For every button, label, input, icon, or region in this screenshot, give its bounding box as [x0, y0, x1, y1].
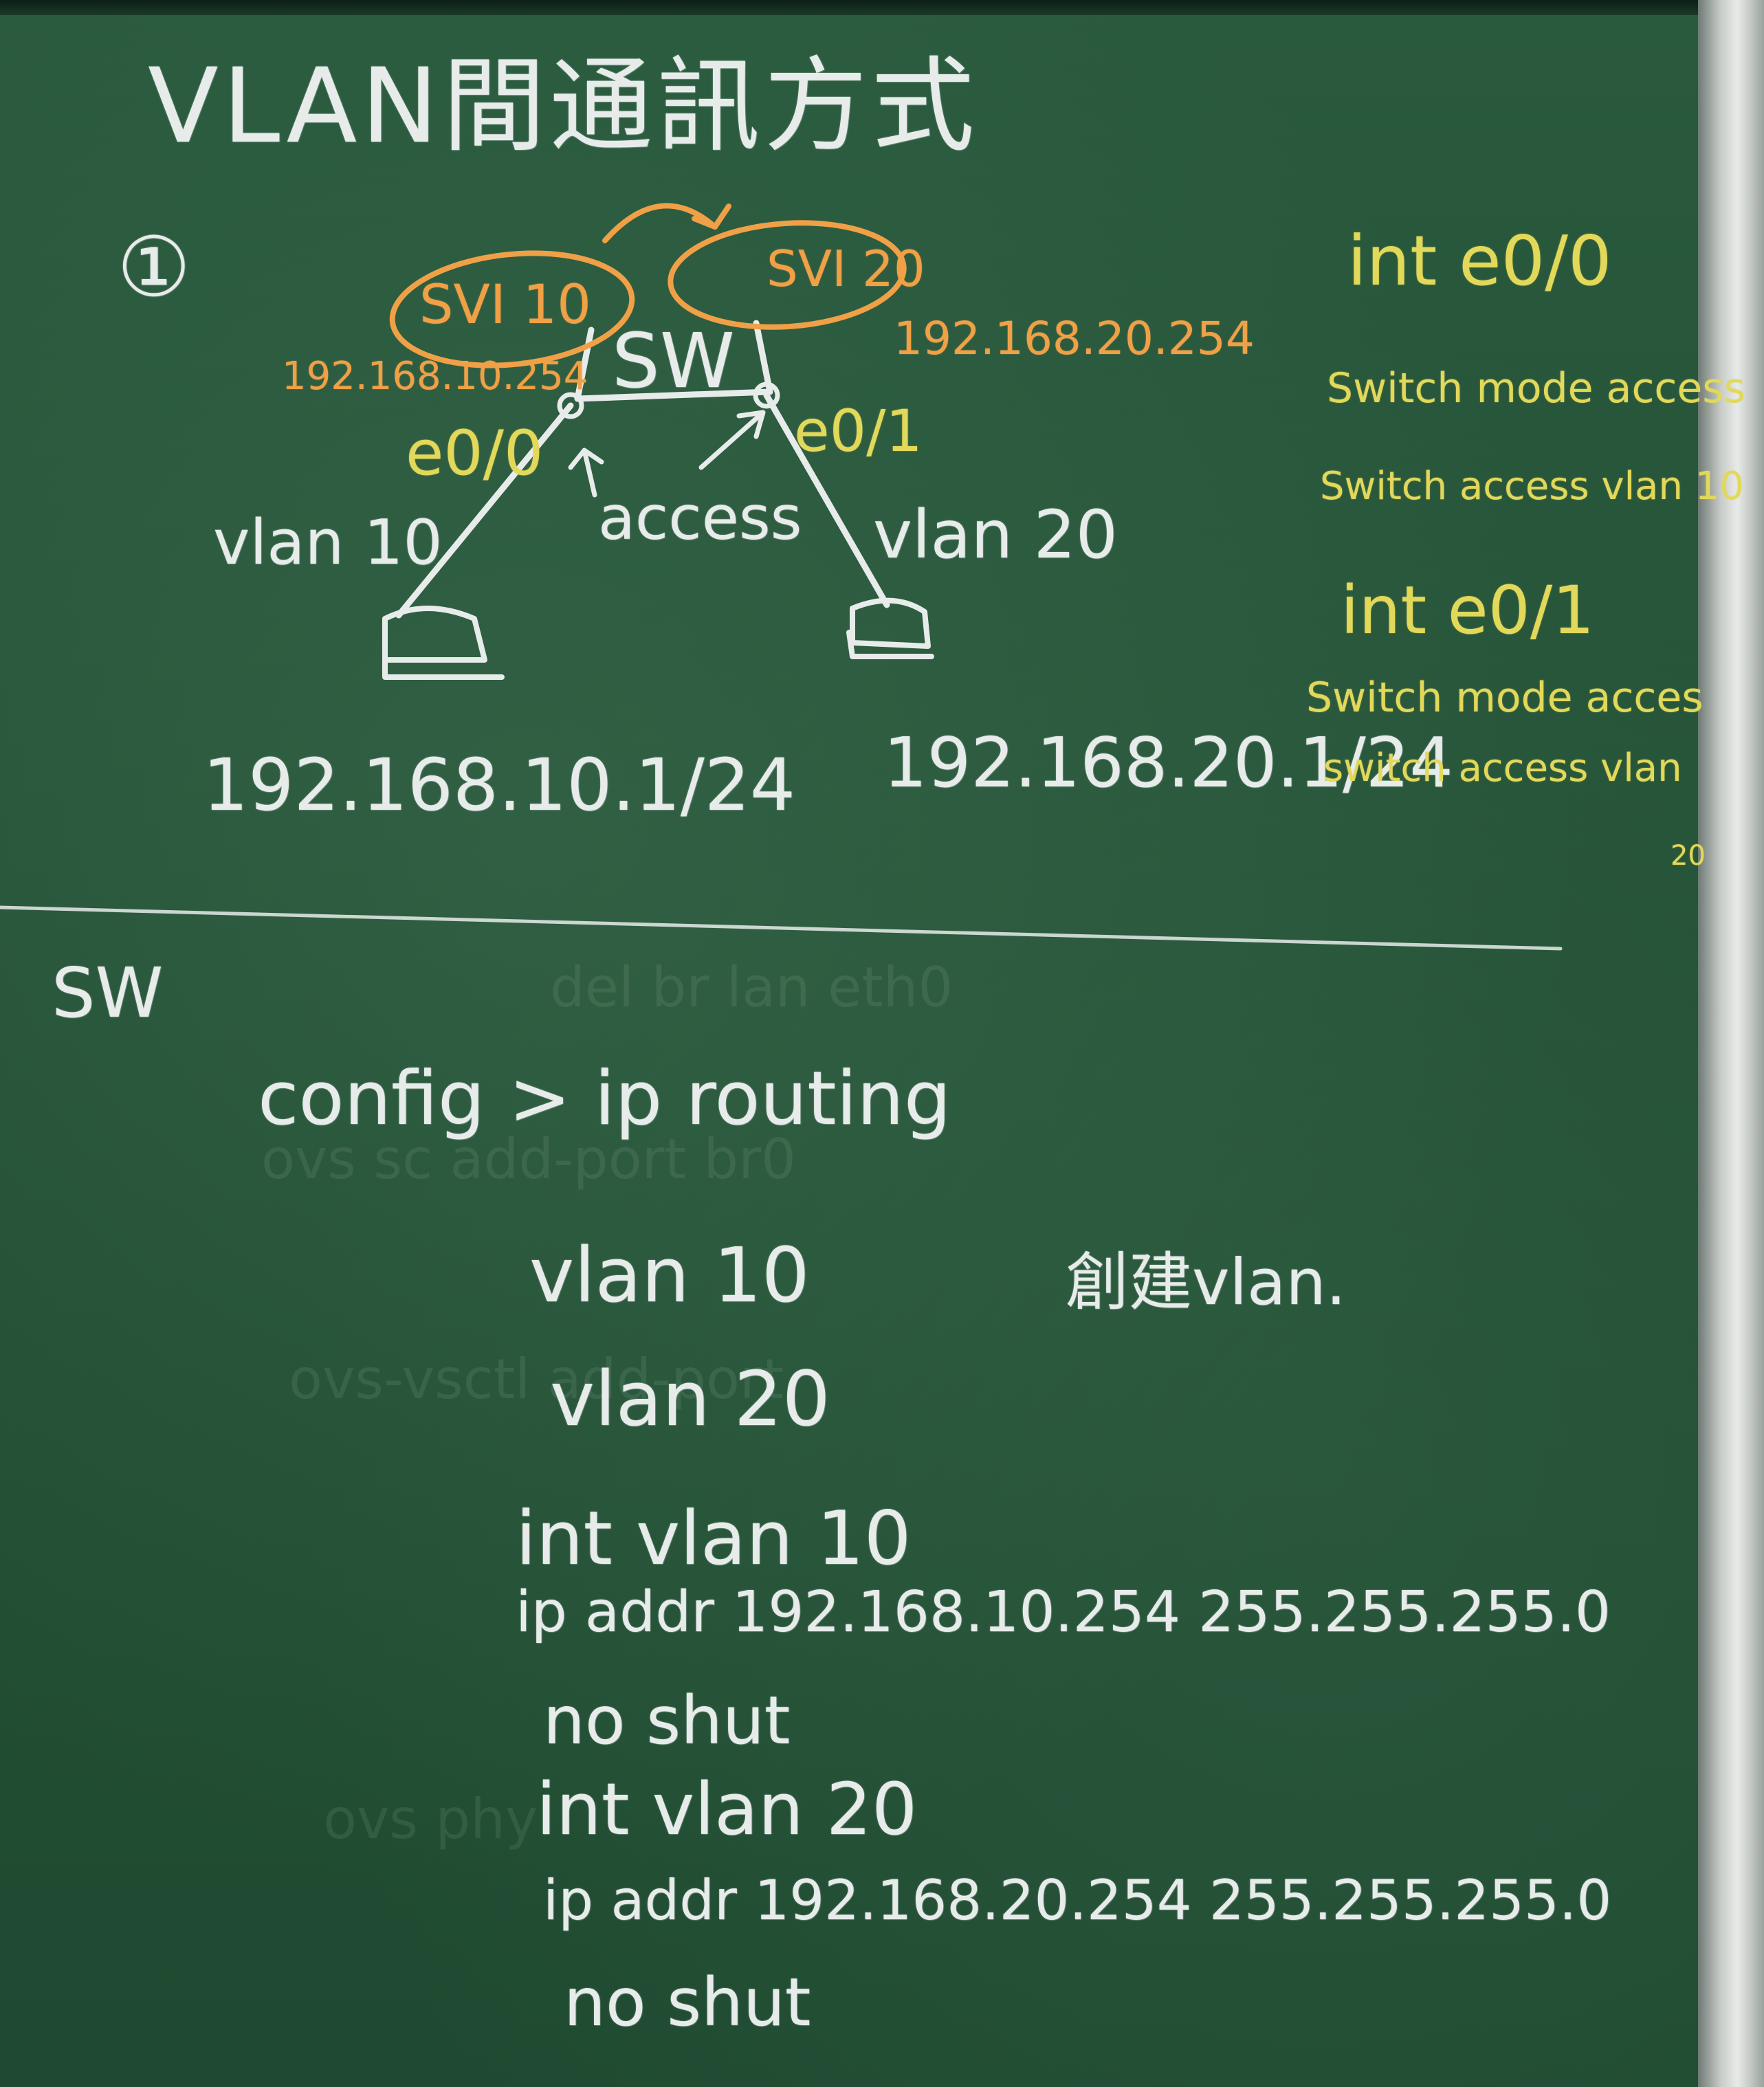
erased-residue: ovs sc add-port br0	[261, 1127, 796, 1191]
command-line: int vlan 10	[516, 1496, 912, 1582]
right-config-line: Switch mode access	[1327, 364, 1745, 412]
switch-body-line	[574, 320, 773, 402]
svi-10-label: SVI 10	[419, 274, 591, 336]
board-top-edge	[0, 0, 1764, 15]
section-number: ①	[117, 220, 191, 316]
command-line: config > ip routing	[258, 1056, 951, 1142]
ip-svi-20: 192.168.20.254	[894, 312, 1255, 365]
erased-residue: ovs phy	[323, 1787, 538, 1851]
access-arrow-left	[568, 448, 604, 498]
vlan-10-label: vlan 10	[213, 507, 443, 579]
port-e0-0-label: e0/0	[406, 417, 544, 489]
command-line: no shut	[543, 1682, 791, 1759]
host-ip-left: 192.168.10.1/24	[203, 743, 796, 827]
access-arrow-right	[698, 410, 766, 470]
command-note: 創建vlan.	[1066, 1246, 1346, 1319]
svi-10-ellipse	[389, 250, 635, 368]
command-line: ip addr 192.168.20.254 255.255.255.0	[543, 1868, 1612, 1932]
right-config-line: switch access vlan	[1323, 746, 1682, 791]
sw-heading: SW	[52, 953, 164, 1033]
erased-residue: ovs-vsctl add-port	[289, 1347, 784, 1411]
svi-20-label: SVI 20	[767, 240, 925, 298]
ip-svi-10: 192.168.10.254	[282, 354, 588, 399]
right-config-line: 20	[1671, 840, 1706, 872]
port-e0-1-dot	[753, 382, 780, 409]
port-e0-1-label: e0/1	[794, 397, 923, 465]
right-config-line: Switch access vlan 10	[1320, 464, 1745, 509]
erased-residue: del br lan eth0	[550, 956, 953, 1019]
command-line: ip addr 192.168.10.254 255.255.255.0	[516, 1580, 1611, 1645]
host-ip-right: 192.168.20.1/24	[883, 722, 1453, 803]
section-divider	[0, 905, 1563, 951]
board-metal-frame	[1698, 0, 1764, 2087]
link-right	[763, 392, 890, 608]
svi-routing-arrow	[602, 203, 718, 243]
command-line: int vlan 20	[536, 1767, 918, 1851]
link-left	[395, 402, 574, 619]
svi-20-ellipse	[668, 220, 907, 330]
right-config-line: Switch mode acces	[1306, 674, 1704, 722]
vlan-20-label: vlan 20	[873, 496, 1118, 573]
port-e0-0-dot	[557, 392, 584, 419]
right-config-line: int e0/1	[1341, 572, 1595, 649]
command-line: no shut	[564, 1964, 811, 2041]
host-left-icon	[382, 606, 505, 680]
command-line: vlan 10	[529, 1231, 810, 1319]
host-right-icon	[846, 597, 934, 659]
switch-label: SW	[612, 317, 735, 405]
command-line: vlan 20	[550, 1355, 830, 1443]
right-config-line: int e0/0	[1347, 221, 1612, 301]
page-title: VLAN間通訊方式	[148, 47, 979, 166]
access-label: access	[598, 483, 802, 553]
